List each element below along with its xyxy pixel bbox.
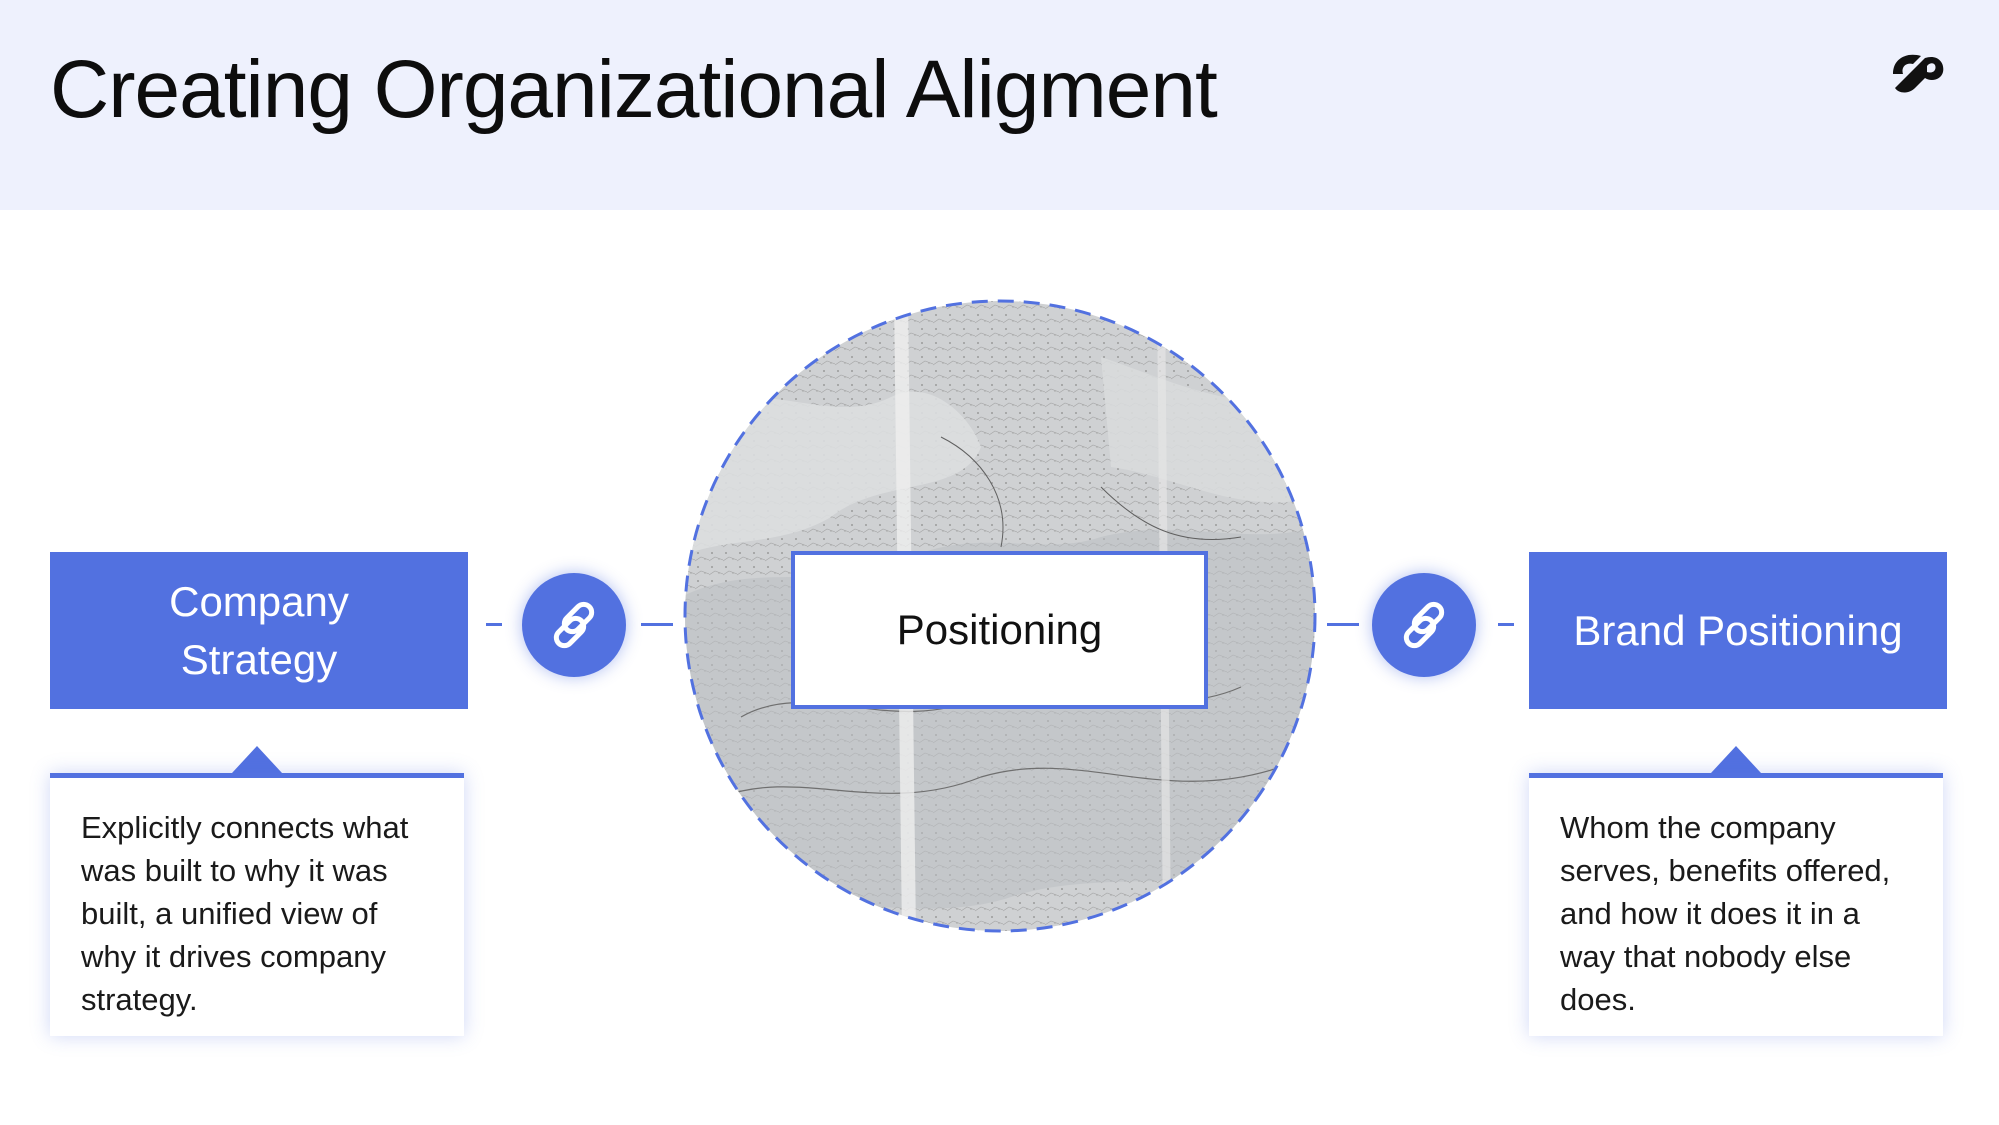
connector-dash	[486, 623, 502, 626]
brand-positioning-description-card: Whom the company serves, benefits offere…	[1529, 773, 1943, 1036]
positioning-label: Positioning	[896, 606, 1103, 653]
connector-line	[1327, 623, 1359, 626]
connector-dash	[1498, 623, 1514, 626]
connector-line	[641, 623, 673, 626]
link-icon-badge-right	[1372, 573, 1476, 677]
company-strategy-label: Company Strategy	[169, 577, 349, 683]
link-icon	[1403, 601, 1445, 649]
link-icon	[553, 601, 595, 649]
callout-pointer	[1711, 746, 1761, 773]
positioning-box: Positioning	[791, 551, 1208, 709]
brand-positioning-box: Brand Positioning	[1529, 552, 1947, 709]
brand-positioning-description: Whom the company serves, benefits offere…	[1560, 810, 1891, 1017]
callout-pointer	[232, 746, 282, 773]
company-strategy-description-card: Explicitly connects what was built to wh…	[50, 773, 464, 1036]
slide-title: Creating Organizational Aligment	[50, 44, 1218, 135]
company-strategy-box: Company Strategy	[50, 552, 468, 709]
link-icon-badge-left	[522, 573, 626, 677]
brand-logo-icon	[1893, 54, 1944, 93]
header-band: Creating Organizational Aligment	[0, 0, 1999, 210]
company-strategy-description: Explicitly connects what was built to wh…	[81, 810, 409, 1017]
brand-positioning-label: Brand Positioning	[1573, 606, 1903, 654]
